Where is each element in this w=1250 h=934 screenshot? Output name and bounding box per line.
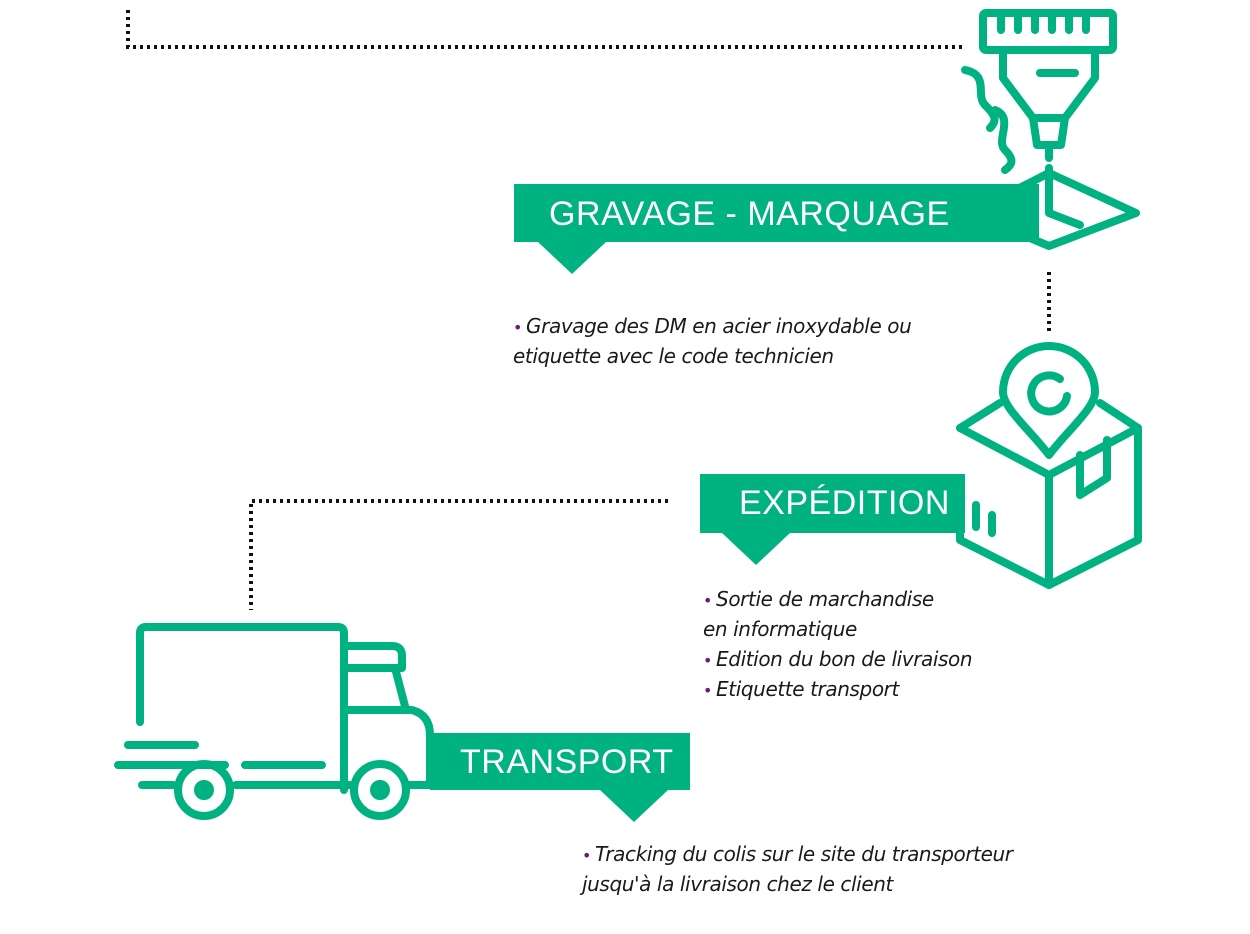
connectors xyxy=(126,10,1051,610)
bullet-dot: • xyxy=(703,651,713,670)
banner-expedition xyxy=(700,474,965,565)
description-line: •Sortie de marchandise xyxy=(703,587,934,611)
step-description-transport: •Tracking du colis sur le site du transp… xyxy=(582,839,1013,899)
description-line: •Edition du bon de livraison xyxy=(703,647,973,671)
step-title-gravage: GRAVAGE - MARQUAGE xyxy=(549,195,950,233)
delivery-truck-icon xyxy=(114,623,434,820)
description-line: •Etiquette transport xyxy=(703,677,899,701)
bullet-dot: • xyxy=(703,681,713,700)
bullet-dot: • xyxy=(513,318,523,337)
banner-transport xyxy=(430,733,690,822)
description-line: •Tracking du colis sur le site du transp… xyxy=(582,842,1013,866)
bullet-dot: • xyxy=(582,846,592,865)
laser-engraving-icon xyxy=(961,9,1140,250)
banner-gravage xyxy=(514,184,1039,274)
connector-bottom xyxy=(249,499,668,610)
step-title-expedition: EXPÉDITION xyxy=(739,484,950,522)
description-line: jusqu'à la livraison chez le client xyxy=(582,872,893,896)
step-title-transport: TRANSPORT xyxy=(460,743,674,781)
connector-top xyxy=(126,10,965,49)
description-line: etiquette avec le code technicien xyxy=(513,344,834,368)
bullet-dot: • xyxy=(703,591,713,610)
package-location-pin-icon xyxy=(956,342,1142,589)
description-line: en informatique xyxy=(703,617,857,641)
step-description-gravage: •Gravage des DM en acier inoxydable ou e… xyxy=(513,311,912,371)
step-description-expedition: •Sortie de marchandise en informatique •… xyxy=(703,584,973,704)
description-line: •Gravage des DM en acier inoxydable ou xyxy=(513,314,912,338)
